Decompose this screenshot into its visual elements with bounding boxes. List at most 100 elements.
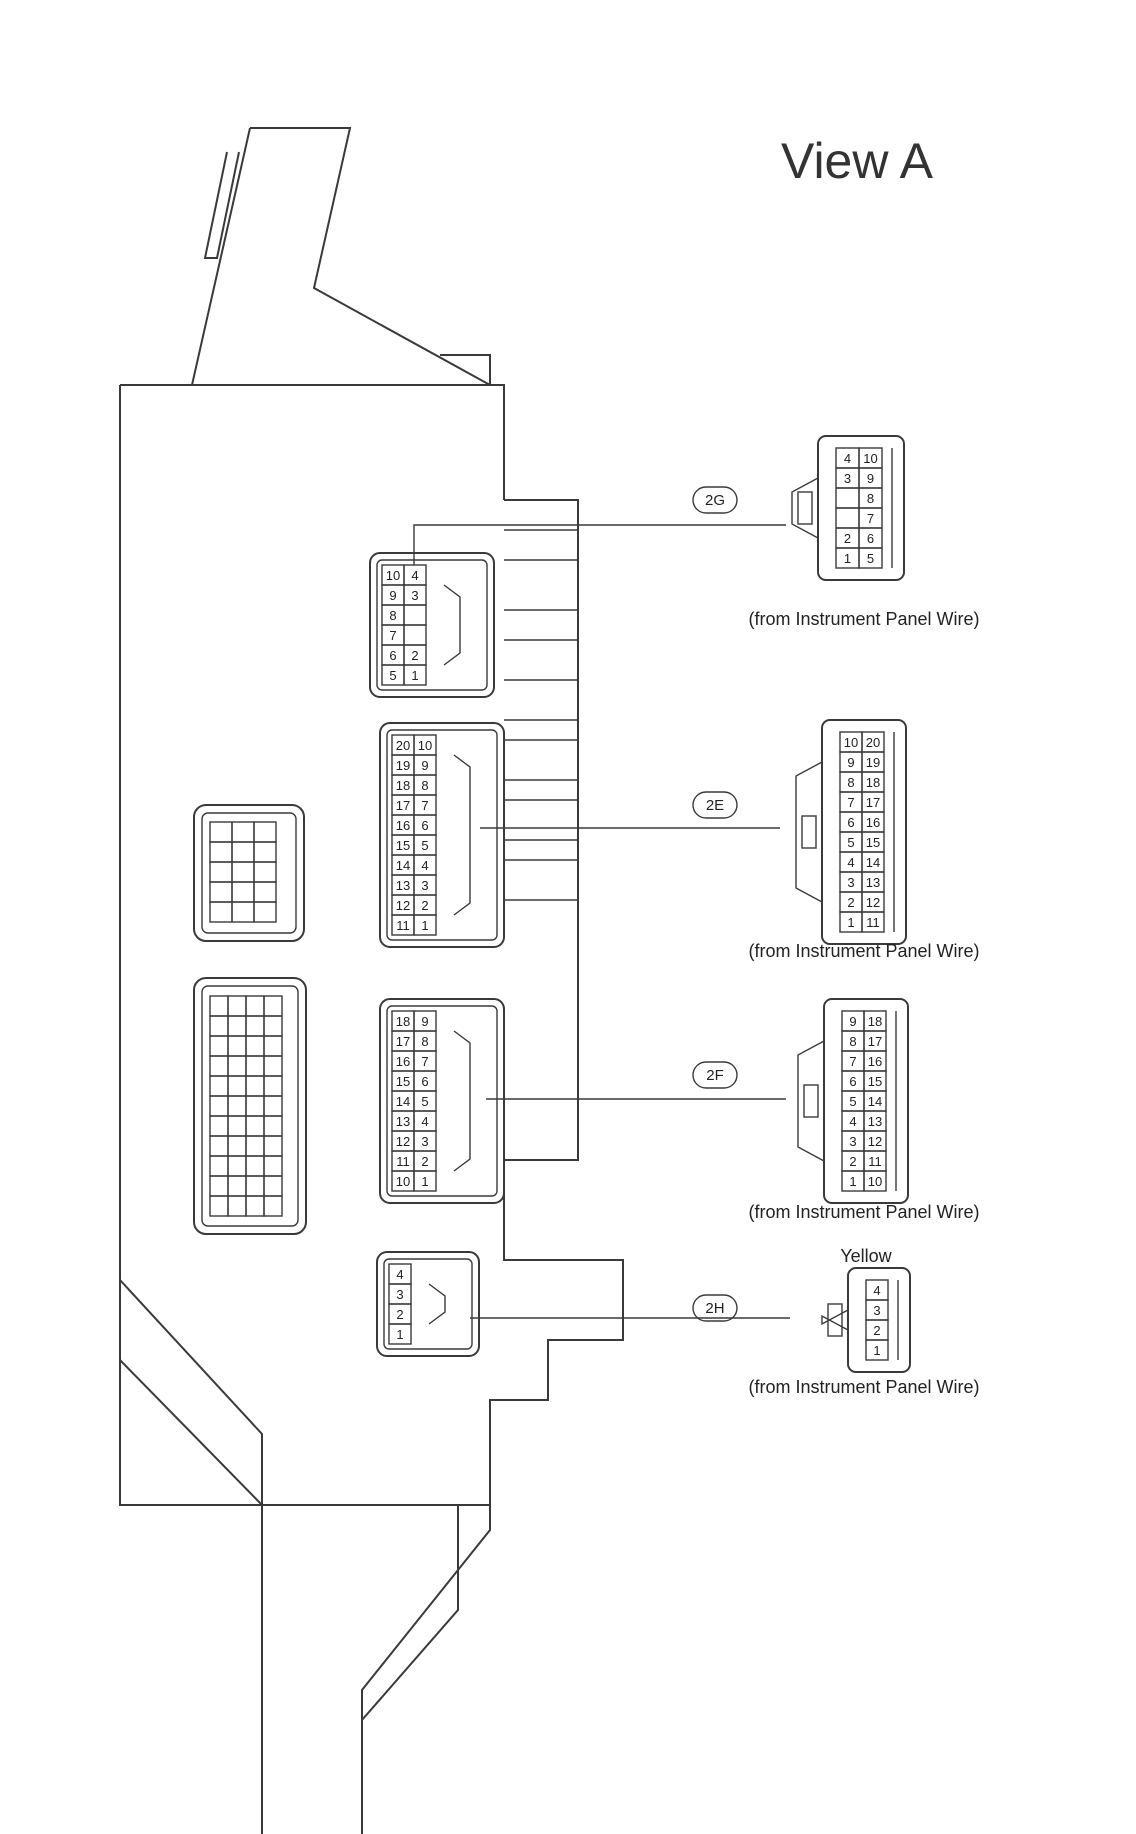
plug-color-label: Yellow [840, 1246, 892, 1266]
unlabeled-pin-cell [263, 1075, 283, 1097]
pin-label: 4 [421, 858, 428, 873]
pin-label: 4 [411, 568, 418, 583]
unlabeled-pin-cell [231, 841, 255, 863]
pin-label: 18 [396, 1014, 410, 1029]
unlabeled-pin-cell [209, 1115, 229, 1137]
pin-label: 7 [389, 628, 396, 643]
pin-label: 5 [421, 838, 428, 853]
plug-pin-label: 5 [849, 1094, 856, 1109]
plug-pin-label: 14 [868, 1094, 882, 1109]
unlabeled-pin-cell [231, 861, 255, 883]
plug-latch [821, 1309, 849, 1331]
pin-label: 13 [396, 1114, 410, 1129]
plug-pin-label: 9 [867, 471, 874, 486]
pin-label: 3 [421, 878, 428, 893]
pin-label: 4 [421, 1114, 428, 1129]
pin-label: 6 [389, 648, 396, 663]
pin-label: 6 [421, 818, 428, 833]
plug-caption: (from Instrument Panel Wire) [748, 941, 979, 961]
unlabeled-pin-cell [227, 1095, 247, 1117]
plug-pin-label: 1 [849, 1174, 856, 1189]
unlabeled-connector-lower [193, 977, 307, 1235]
plug-pin-label: 7 [847, 795, 854, 810]
plug-pin-label: 4 [849, 1114, 856, 1129]
unlabeled-pin-cell [253, 881, 277, 903]
block-fins [504, 529, 578, 901]
pin-label: 2 [411, 648, 418, 663]
pin-label: 15 [396, 838, 410, 853]
unlabeled-pin-cell [263, 1135, 283, 1157]
pin-label: 19 [396, 758, 410, 773]
pin-label: 13 [396, 878, 410, 893]
plug-pin-cell [865, 1339, 889, 1361]
plug-latch [791, 477, 819, 539]
unlabeled-pin-cell [209, 995, 229, 1017]
plug-pin-label: 16 [866, 815, 880, 830]
plug-latch [797, 1040, 825, 1162]
unlabeled-pin-cell [245, 1155, 265, 1177]
plug-pin-label: 3 [844, 471, 851, 486]
pin-label: 10 [396, 1174, 410, 1189]
junction-block-body [119, 127, 624, 1834]
plug-pin-label: 3 [873, 1303, 880, 1318]
connector-tag-oval [692, 791, 738, 819]
unlabeled-pin-cell [263, 1035, 283, 1057]
plug-pin-label: 4 [844, 451, 851, 466]
pin-cell [413, 1170, 437, 1192]
unlabeled-pin-cell [209, 1175, 229, 1197]
unlabeled-pin-cell [253, 861, 277, 883]
unlabeled-pin-cell [209, 1055, 229, 1077]
block-connector-housing [369, 552, 495, 698]
unlabeled-pin-cell [263, 1115, 283, 1137]
pin-label: 15 [396, 1074, 410, 1089]
plug-pin-label: 9 [849, 1014, 856, 1029]
pin-label: 16 [396, 1054, 410, 1069]
plug-pin-label: 10 [868, 1174, 882, 1189]
unlabeled-pin-cell [231, 821, 255, 843]
pin-label: 3 [421, 1134, 428, 1149]
unlabeled-pin-cell [209, 1095, 229, 1117]
plug-housing [823, 998, 909, 1204]
pin-label: 2 [396, 1307, 403, 1322]
plug-pin-label: 15 [868, 1074, 882, 1089]
unlabeled-pin-cell [227, 1015, 247, 1037]
plug-pin-label: 17 [866, 795, 880, 810]
connector-tag-oval [692, 486, 738, 514]
unlabeled-pin-cell [209, 841, 233, 863]
connector-tag-label: 2H [705, 1300, 724, 1317]
pin-label: 20 [396, 738, 410, 753]
plug-pin-label: 8 [847, 775, 854, 790]
plug-pin-label: 6 [849, 1074, 856, 1089]
plug-pin-label: 18 [866, 775, 880, 790]
pin-label: 18 [396, 778, 410, 793]
plug-pin-label: 6 [867, 531, 874, 546]
plug-lock-tab [803, 1084, 819, 1118]
unlabeled-pin-cell [227, 995, 247, 1017]
pin-label: 3 [396, 1287, 403, 1302]
block-connector-frame [386, 729, 498, 941]
pin-label: 1 [411, 668, 418, 683]
connector-tag-label: 2G [705, 492, 725, 509]
unlabeled-pin-cell [253, 901, 277, 923]
plug-pin-label: 3 [849, 1134, 856, 1149]
unlabeled-pin-cell [245, 1055, 265, 1077]
plug-lock-tab [801, 815, 817, 849]
connector-tag-label: 2E [706, 797, 724, 814]
plug-pin-label: 2 [847, 895, 854, 910]
unlabeled-pin-cell [245, 1075, 265, 1097]
unlabeled-pin-cell [245, 1195, 265, 1217]
pin-cell [403, 624, 427, 646]
unlabeled-pin-cell [227, 1055, 247, 1077]
plug-pin-label: 4 [847, 855, 854, 870]
plug-pin-label: 3 [847, 875, 854, 890]
plug-pin-label: 10 [844, 735, 858, 750]
pin-label: 9 [421, 1014, 428, 1029]
plug-pin-cell [835, 507, 860, 529]
unlabeled-pin-cell [209, 1035, 229, 1057]
unlabeled-pin-cell [253, 841, 277, 863]
unlabeled-pin-cell [209, 1135, 229, 1157]
unlabeled-pin-cell [263, 1155, 283, 1177]
unlabeled-pin-cell [227, 1115, 247, 1137]
